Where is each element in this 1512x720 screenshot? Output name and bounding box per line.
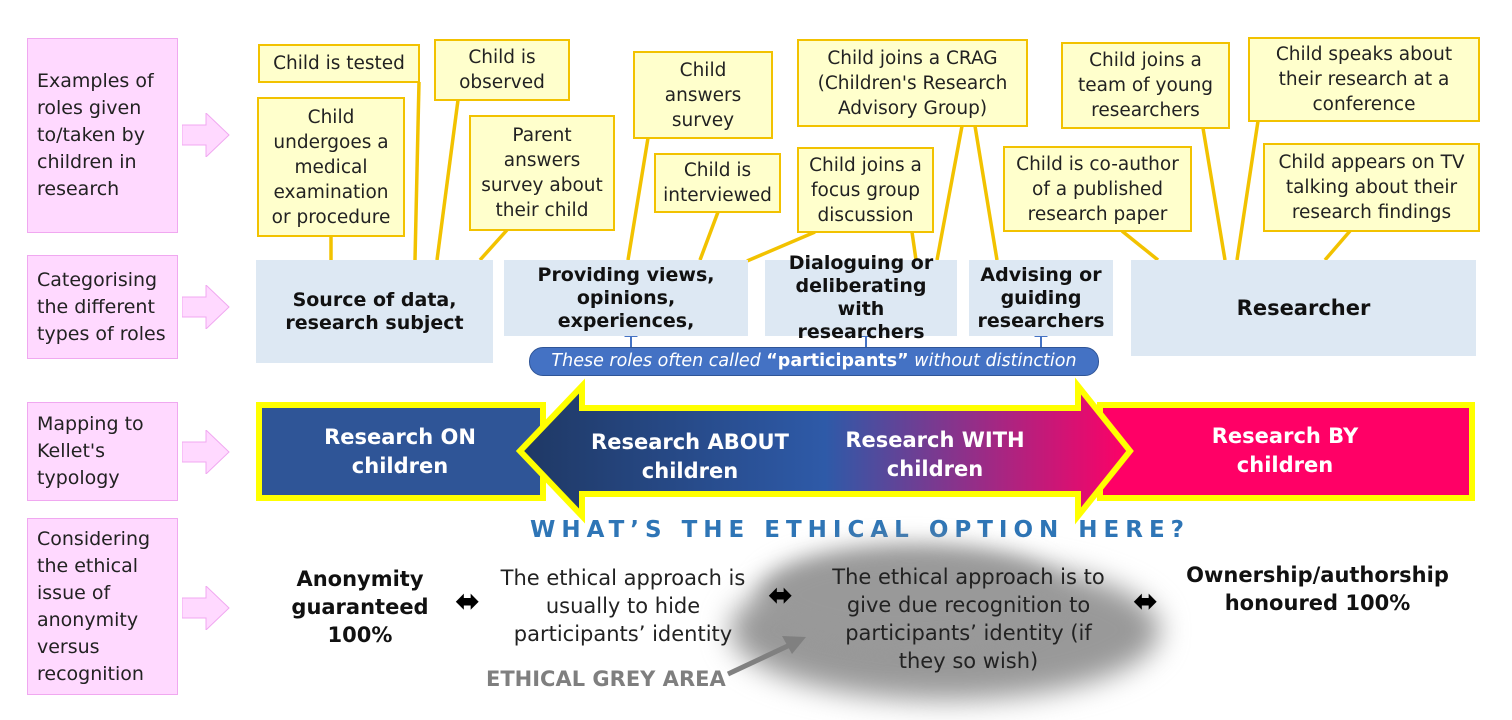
- recognition-text: The ethical approach is to give due reco…: [832, 565, 1105, 673]
- double-arrow-icon: ⬌: [1133, 584, 1159, 619]
- row-label-kellet: Mapping to Kellet's typology: [27, 402, 178, 501]
- example-box: Parent answers survey about their child: [469, 115, 615, 231]
- ownership-text: Ownership/authorship honoured 100%: [1186, 563, 1449, 615]
- example-box: Child is interviewed: [654, 153, 781, 213]
- anonymity-text: Anonymity guaranteed 100%: [291, 567, 429, 647]
- note-text: without distinction: [908, 351, 1077, 371]
- note-bold: “participants”: [766, 351, 909, 371]
- grey-area-label: ETHICAL GREY AREA: [486, 667, 726, 691]
- kellet-research-on: Research ON children: [324, 425, 476, 478]
- example-box: Child is observed: [434, 39, 570, 101]
- pink-arrow-icon: [182, 430, 230, 474]
- ethics-heading: WHAT’S THE ETHICAL OPTION HERE?: [529, 517, 1191, 543]
- example-box: Child joins a CRAG (Children's Research …: [797, 39, 1028, 127]
- double-arrow-icon: ⬌: [768, 578, 794, 613]
- research-by-box: [1097, 402, 1475, 501]
- example-box: Child appears on TV talking about their …: [1263, 143, 1480, 232]
- note-text: These roles often called: [551, 351, 767, 371]
- double-arrow: [515, 377, 1134, 525]
- row-label-ethics: Considering the ethical issue of anonymi…: [27, 518, 178, 695]
- pink-arrow-icon: [182, 586, 230, 630]
- pink-arrow-icon: [182, 285, 230, 329]
- example-box: Child undergoes a medical examination or…: [257, 97, 405, 237]
- grey-arrow-icon: [726, 636, 806, 677]
- example-box: Child is co-author of a published resear…: [1003, 146, 1192, 232]
- example-box: Child speaks about their research at a c…: [1248, 37, 1480, 122]
- participants-note: These roles often called “participants” …: [529, 347, 1099, 376]
- example-box: Child answers survey: [633, 51, 773, 139]
- double-arrow-icon: ⬌: [455, 584, 481, 619]
- kellet-research-with: Research WITH children: [845, 428, 1025, 481]
- row-label-categorising: Categorising the different types of role…: [27, 255, 178, 359]
- example-box: Child joins a focus group discussion: [797, 147, 934, 233]
- example-box: Child joins a team of young researchers: [1061, 42, 1230, 129]
- pink-arrow-icon: [182, 113, 230, 157]
- research-on-box: [256, 402, 546, 501]
- hide-identity-text: The ethical approach is usually to hide …: [500, 566, 746, 646]
- row-label-examples: Examples of roles given to/taken by chil…: [27, 38, 178, 233]
- category-researcher: Researcher: [1131, 260, 1476, 356]
- kellet-research-by: Research BY children: [1211, 424, 1359, 477]
- category-source-of-data: Source of data, research subject: [256, 260, 493, 363]
- grey-area-cloud: [760, 545, 1060, 645]
- category-providing-views: Providing views, opinions, experiences,: [504, 260, 748, 336]
- kellet-research-about: Research ABOUT children: [591, 430, 789, 483]
- example-box: Child is tested: [258, 44, 420, 83]
- category-advising: Advising or guiding researchers: [969, 260, 1113, 336]
